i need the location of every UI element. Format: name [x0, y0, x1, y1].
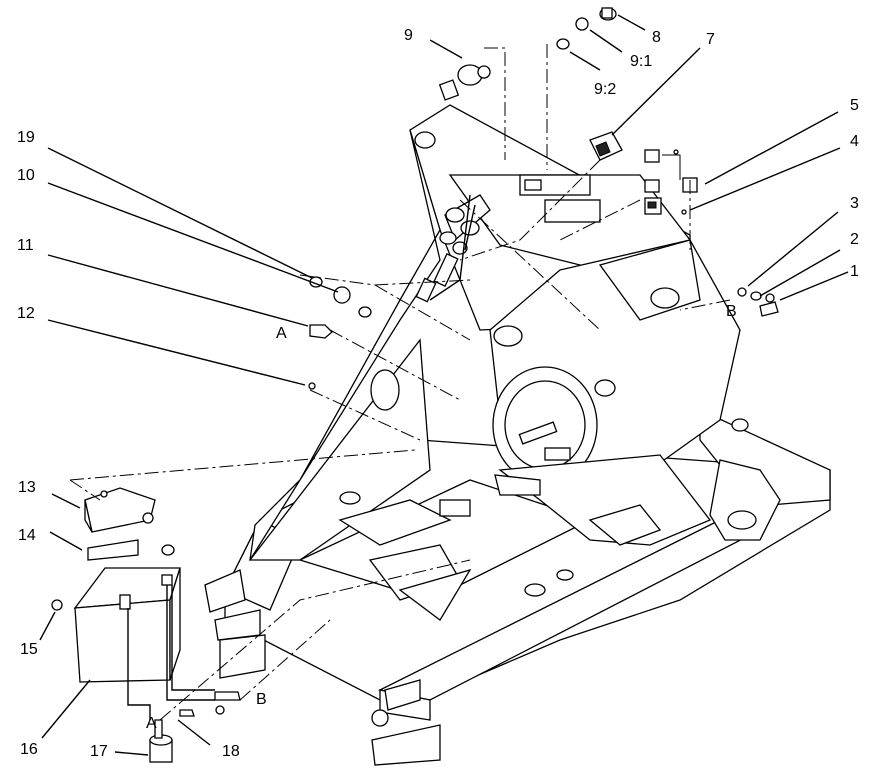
callout-labels: 1 2 3 4 5 7 8 9 9:1 9:2 19 10 11 12 13 1…: [17, 27, 859, 760]
connector-b-top: B: [726, 303, 737, 320]
engine: [489, 239, 741, 546]
callout-3: 3: [850, 195, 859, 212]
callout-5: 5: [850, 97, 859, 114]
callout-12: 12: [17, 305, 35, 322]
callout-1: 1: [850, 263, 859, 280]
connector-a-bottom: A: [146, 715, 157, 732]
machine-frame: [204, 104, 831, 766]
callout-18: 18: [222, 743, 240, 760]
callout-10: 10: [17, 167, 35, 184]
callout-2: 2: [850, 231, 859, 248]
callout-9: 9: [404, 27, 413, 44]
callout-17: 17: [90, 743, 108, 760]
control-panel-parts: [308, 7, 779, 390]
assembly-lines: [69, 44, 731, 721]
connector-a-top: A: [276, 325, 287, 342]
callout-14: 14: [18, 527, 36, 544]
callout-8: 8: [652, 29, 661, 46]
callout-13: 13: [18, 479, 36, 496]
leader-lines: [39, 14, 849, 756]
battery-assembly: [51, 487, 241, 763]
callout-15: 15: [20, 641, 38, 658]
callout-9-2: 9:2: [594, 81, 616, 98]
callout-4: 4: [850, 133, 859, 150]
callout-11: 11: [17, 237, 34, 254]
callout-19: 19: [17, 129, 35, 146]
callout-7: 7: [706, 31, 715, 48]
callout-9-1: 9:1: [630, 53, 652, 70]
callout-16: 16: [20, 741, 38, 758]
connector-b-bottom: B: [256, 691, 267, 708]
